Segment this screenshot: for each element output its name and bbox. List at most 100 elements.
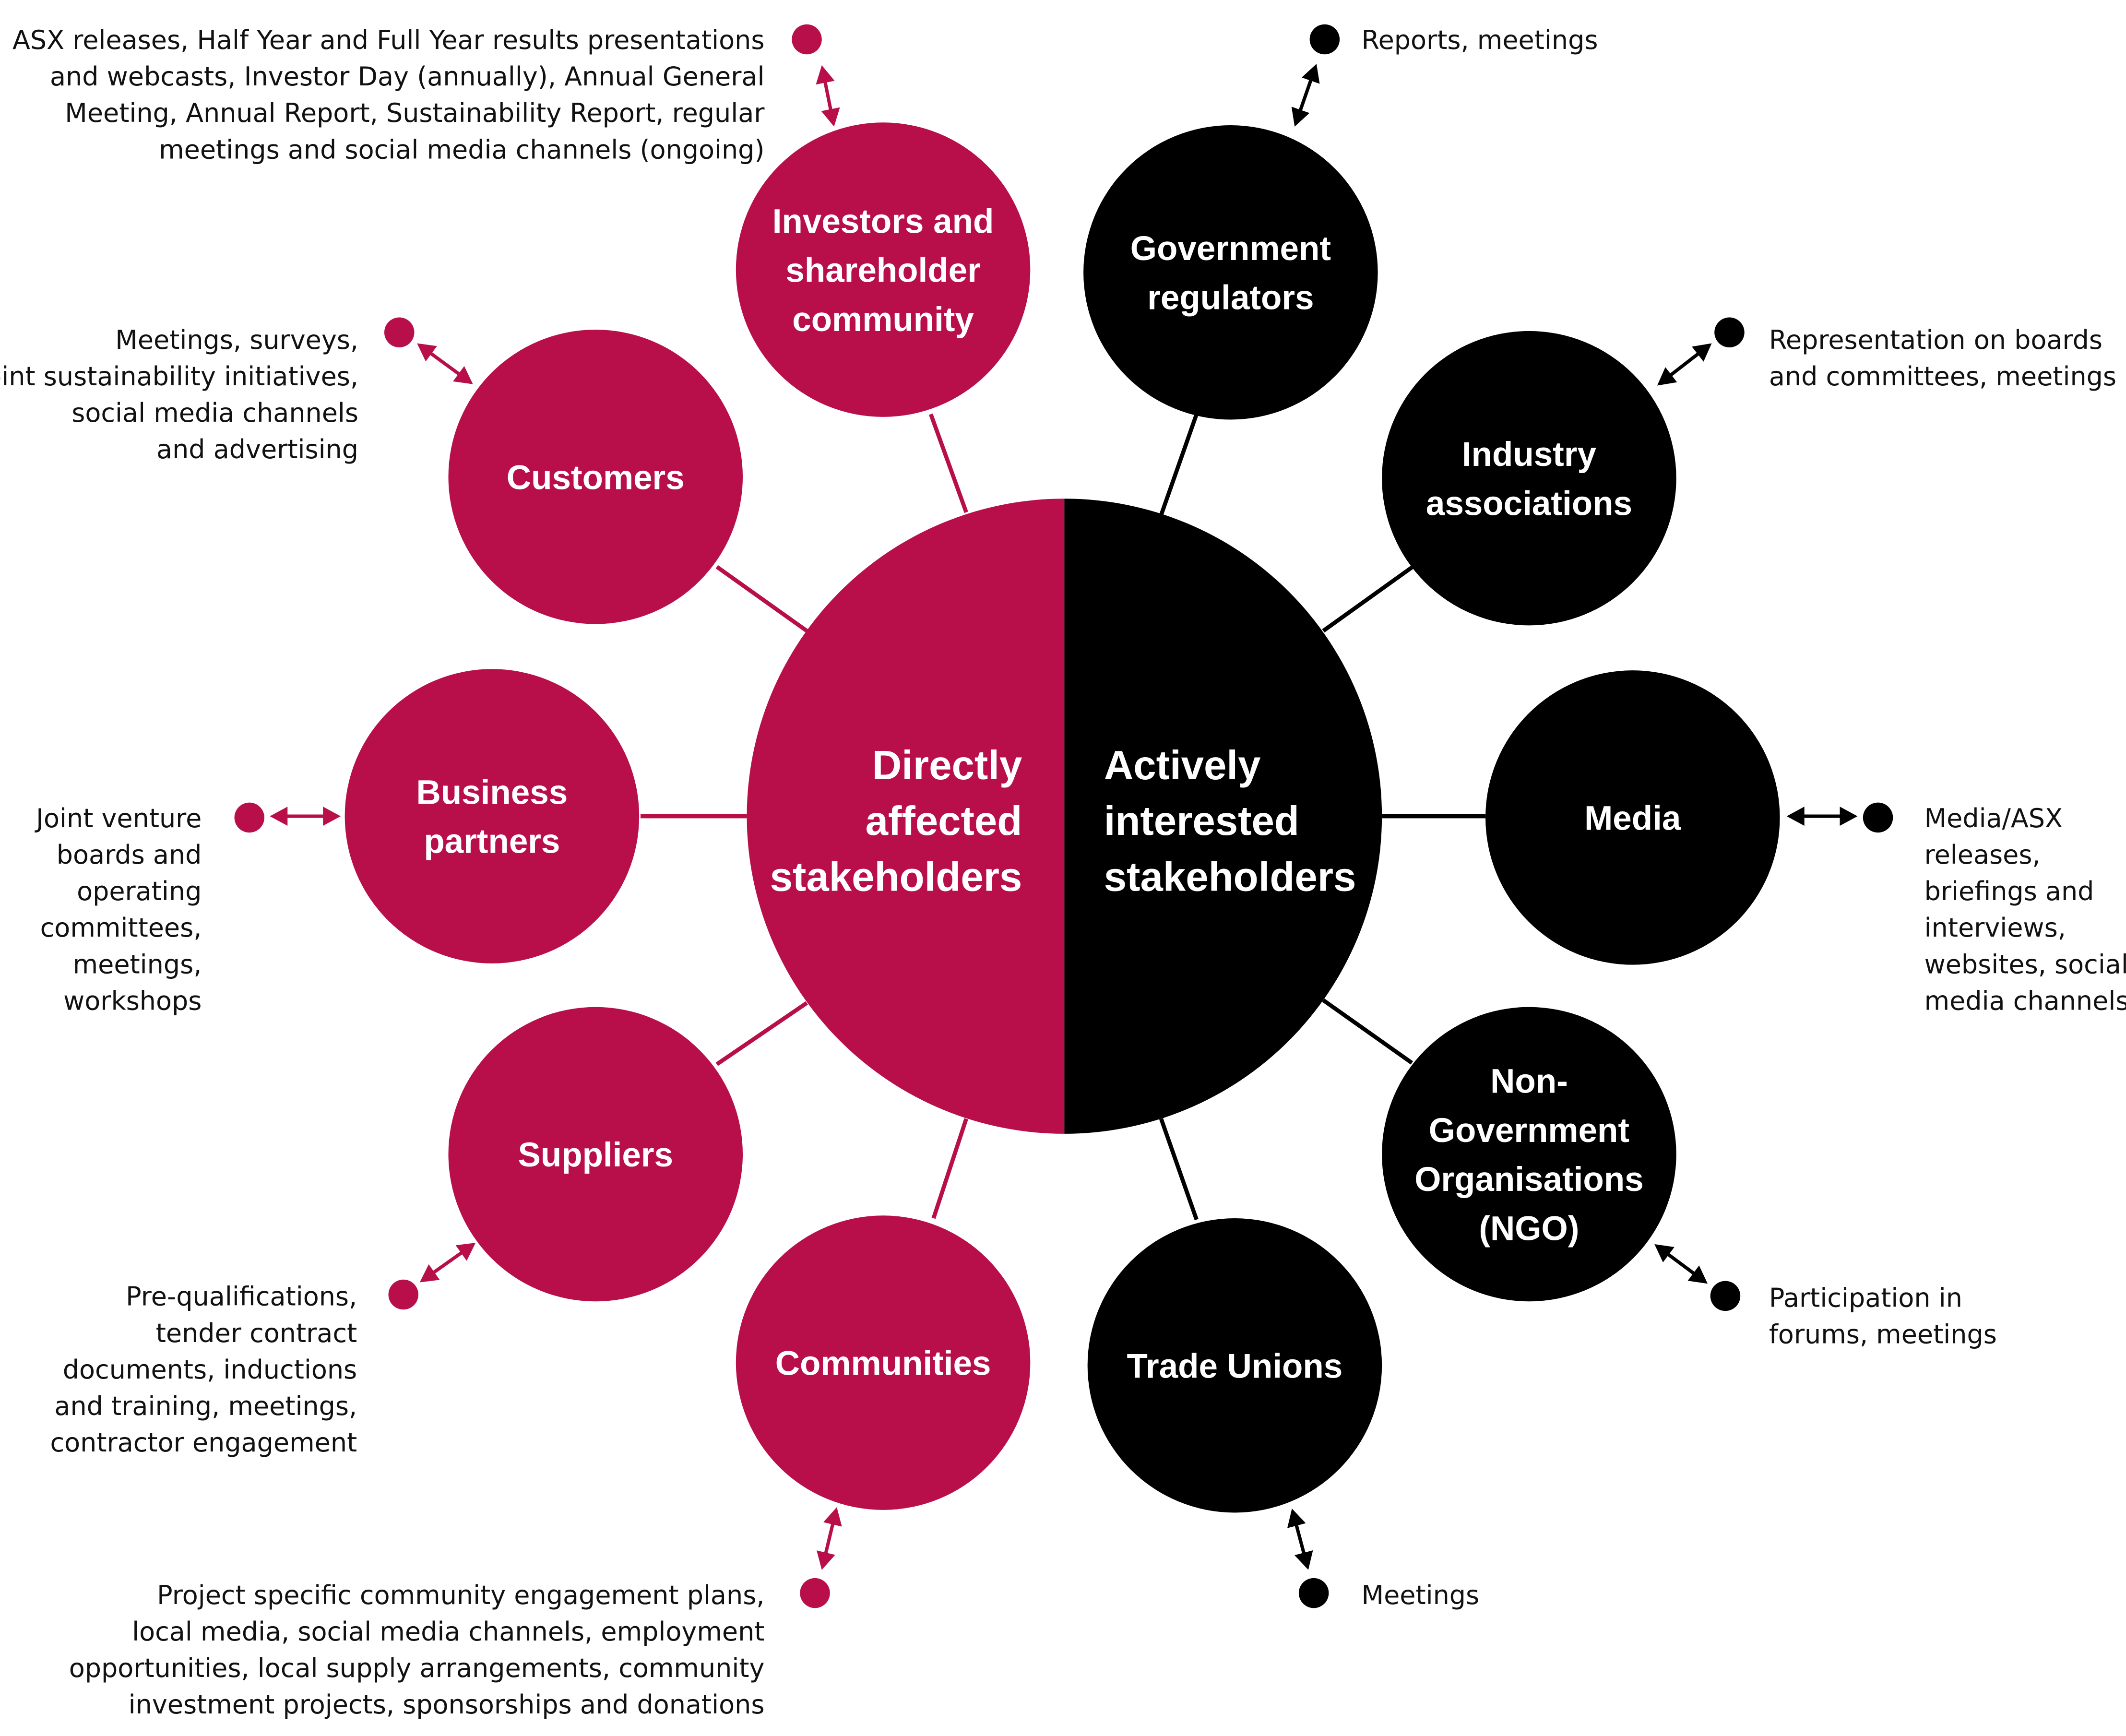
ngo-description-line: forums, meetings [1769, 1320, 1997, 1350]
customers-engagement-arrow-head-start [417, 343, 437, 362]
business-partners-engagement-arrow-head-end [323, 807, 341, 826]
investors-description-line: and webcasts, Investor Day (annually), A… [50, 61, 764, 92]
customers-circle [448, 330, 743, 624]
communities-engagement-arrow-shaft [823, 1519, 836, 1558]
center-left-half [747, 499, 1065, 1134]
media-description-line: briefings and [1924, 876, 2094, 906]
center-left-label-line: affected [866, 798, 1022, 844]
investors-label-line: community [792, 301, 974, 339]
industry-associations-engagement-arrow [1657, 343, 1712, 386]
ngo-circle [1382, 1007, 1676, 1302]
connector-lines [640, 413, 1486, 1221]
industry-associations-label-line: Industry [1462, 436, 1597, 474]
industry-associations-connector [1322, 563, 1416, 633]
media-engagement-dot [1863, 802, 1893, 833]
communities-connector [931, 1118, 968, 1219]
suppliers-label-line: Suppliers [518, 1136, 673, 1174]
industry-associations-engagement-arrow-shaft [1666, 349, 1703, 380]
customers-engagement-arrow-head-end [453, 366, 473, 384]
communities-engagement-arrow [817, 1507, 842, 1570]
ngo-label-line: Government [1429, 1112, 1629, 1150]
investors-connector [928, 413, 968, 513]
government-regulators-engagement-arrow-shaft [1297, 75, 1314, 116]
suppliers-description-line: Pre-qualifications, [126, 1282, 357, 1312]
node-communities: Communities [736, 1215, 1031, 1510]
suppliers-label: Suppliers [518, 1136, 673, 1174]
business-partners-circle [344, 669, 640, 963]
ngo-description-line: Participation in [1769, 1283, 1962, 1313]
government-regulators-engagement-arrow [1291, 64, 1320, 127]
investors-description-line: ASX releases, Half Year and Full Year re… [12, 25, 765, 55]
industry-associations-description-line: Representation on boards [1769, 325, 2102, 355]
investors-engagement-arrow-shaft [822, 77, 833, 115]
center-right-label-line: stakeholders [1104, 855, 1356, 900]
media-engagement-arrow [1786, 807, 1858, 826]
media-label: Media [1584, 799, 1681, 837]
suppliers-engagement-arrow-shaft [428, 1248, 467, 1277]
center-left-label-line: stakeholders [770, 855, 1022, 900]
government-regulators-engagement-arrow-head-end [1291, 107, 1310, 127]
industry-associations-engagement-arrow-head-end [1657, 367, 1677, 386]
suppliers-engagement-arrow [419, 1243, 476, 1283]
communities-description-line: investment projects, sponsorships and do… [129, 1689, 765, 1720]
communities-label: Communities [775, 1345, 991, 1383]
business-partners-label-line: Business [416, 774, 568, 812]
media-label-line: Media [1584, 799, 1681, 837]
investors-label-line: shareholder [785, 252, 980, 290]
engagement-arrows [234, 24, 1893, 1608]
customers-description-line: Meetings, surveys, [115, 325, 358, 355]
node-suppliers: Suppliers [448, 1007, 743, 1302]
media-description-line: interviews, [1924, 913, 2066, 943]
trade-unions-label-line: Trade Unions [1127, 1347, 1343, 1385]
investors-engagement-arrow-head-start [816, 65, 835, 85]
media-description-line: releases, [1924, 840, 2041, 870]
trade-unions-engagement-dot [1298, 1578, 1329, 1608]
trade-unions-engagement-arrow-head-start [1295, 1550, 1313, 1570]
business-partners-engagement-dot [234, 802, 265, 833]
trade-unions-engagement-arrow-shaft [1293, 1520, 1307, 1558]
government-regulators-connector [1159, 413, 1199, 516]
industry-associations-engagement-dot [1714, 317, 1745, 347]
ngo-label-line: Organisations [1414, 1161, 1643, 1199]
engagement-descriptions: ASX releases, Half Year and Full Year re… [0, 25, 2126, 1720]
government-regulators-engagement-dot [1309, 24, 1340, 55]
media-description-line: websites, social [1924, 949, 2126, 979]
customers-description-line: social media channels [71, 398, 358, 428]
industry-associations-description: Representation on boards and committees, … [1769, 325, 2116, 392]
investors-description: ASX releases, Half Year and Full Year re… [12, 25, 765, 165]
suppliers-description-line: tender contract [156, 1318, 357, 1348]
trade-unions-label: Trade Unions [1127, 1347, 1343, 1385]
customers-connector [715, 565, 808, 633]
customers-description: Meetings, surveys, joint sustainability i… [0, 325, 358, 464]
government-regulators-description-line: Reports, meetings [1362, 25, 1598, 55]
customers-engagement-dot [384, 317, 415, 347]
customers-description-line: joint sustainability initiatives, [0, 361, 358, 392]
suppliers-engagement-arrow-head-end [455, 1243, 476, 1261]
center-right-label-line: interested [1104, 798, 1299, 844]
ngo-description: Participation in forums, meetings [1769, 1283, 1997, 1350]
business-partners-description-line: workshops [63, 986, 202, 1016]
media-engagement-arrow-head-start [1840, 807, 1858, 826]
node-media: Media [1485, 670, 1780, 965]
government-regulators-circle [1083, 125, 1378, 420]
media-engagement-arrow-head-end [1786, 807, 1805, 826]
industry-associations-description-line: and committees, meetings [1769, 361, 2116, 392]
ngo-engagement-dot [1710, 1281, 1741, 1311]
trade-unions-engagement-arrow [1287, 1508, 1313, 1570]
trade-unions-description-line: Meetings [1362, 1580, 1480, 1610]
business-partners-description-line: boards and [57, 840, 202, 870]
trade-unions-connector [1159, 1118, 1199, 1221]
